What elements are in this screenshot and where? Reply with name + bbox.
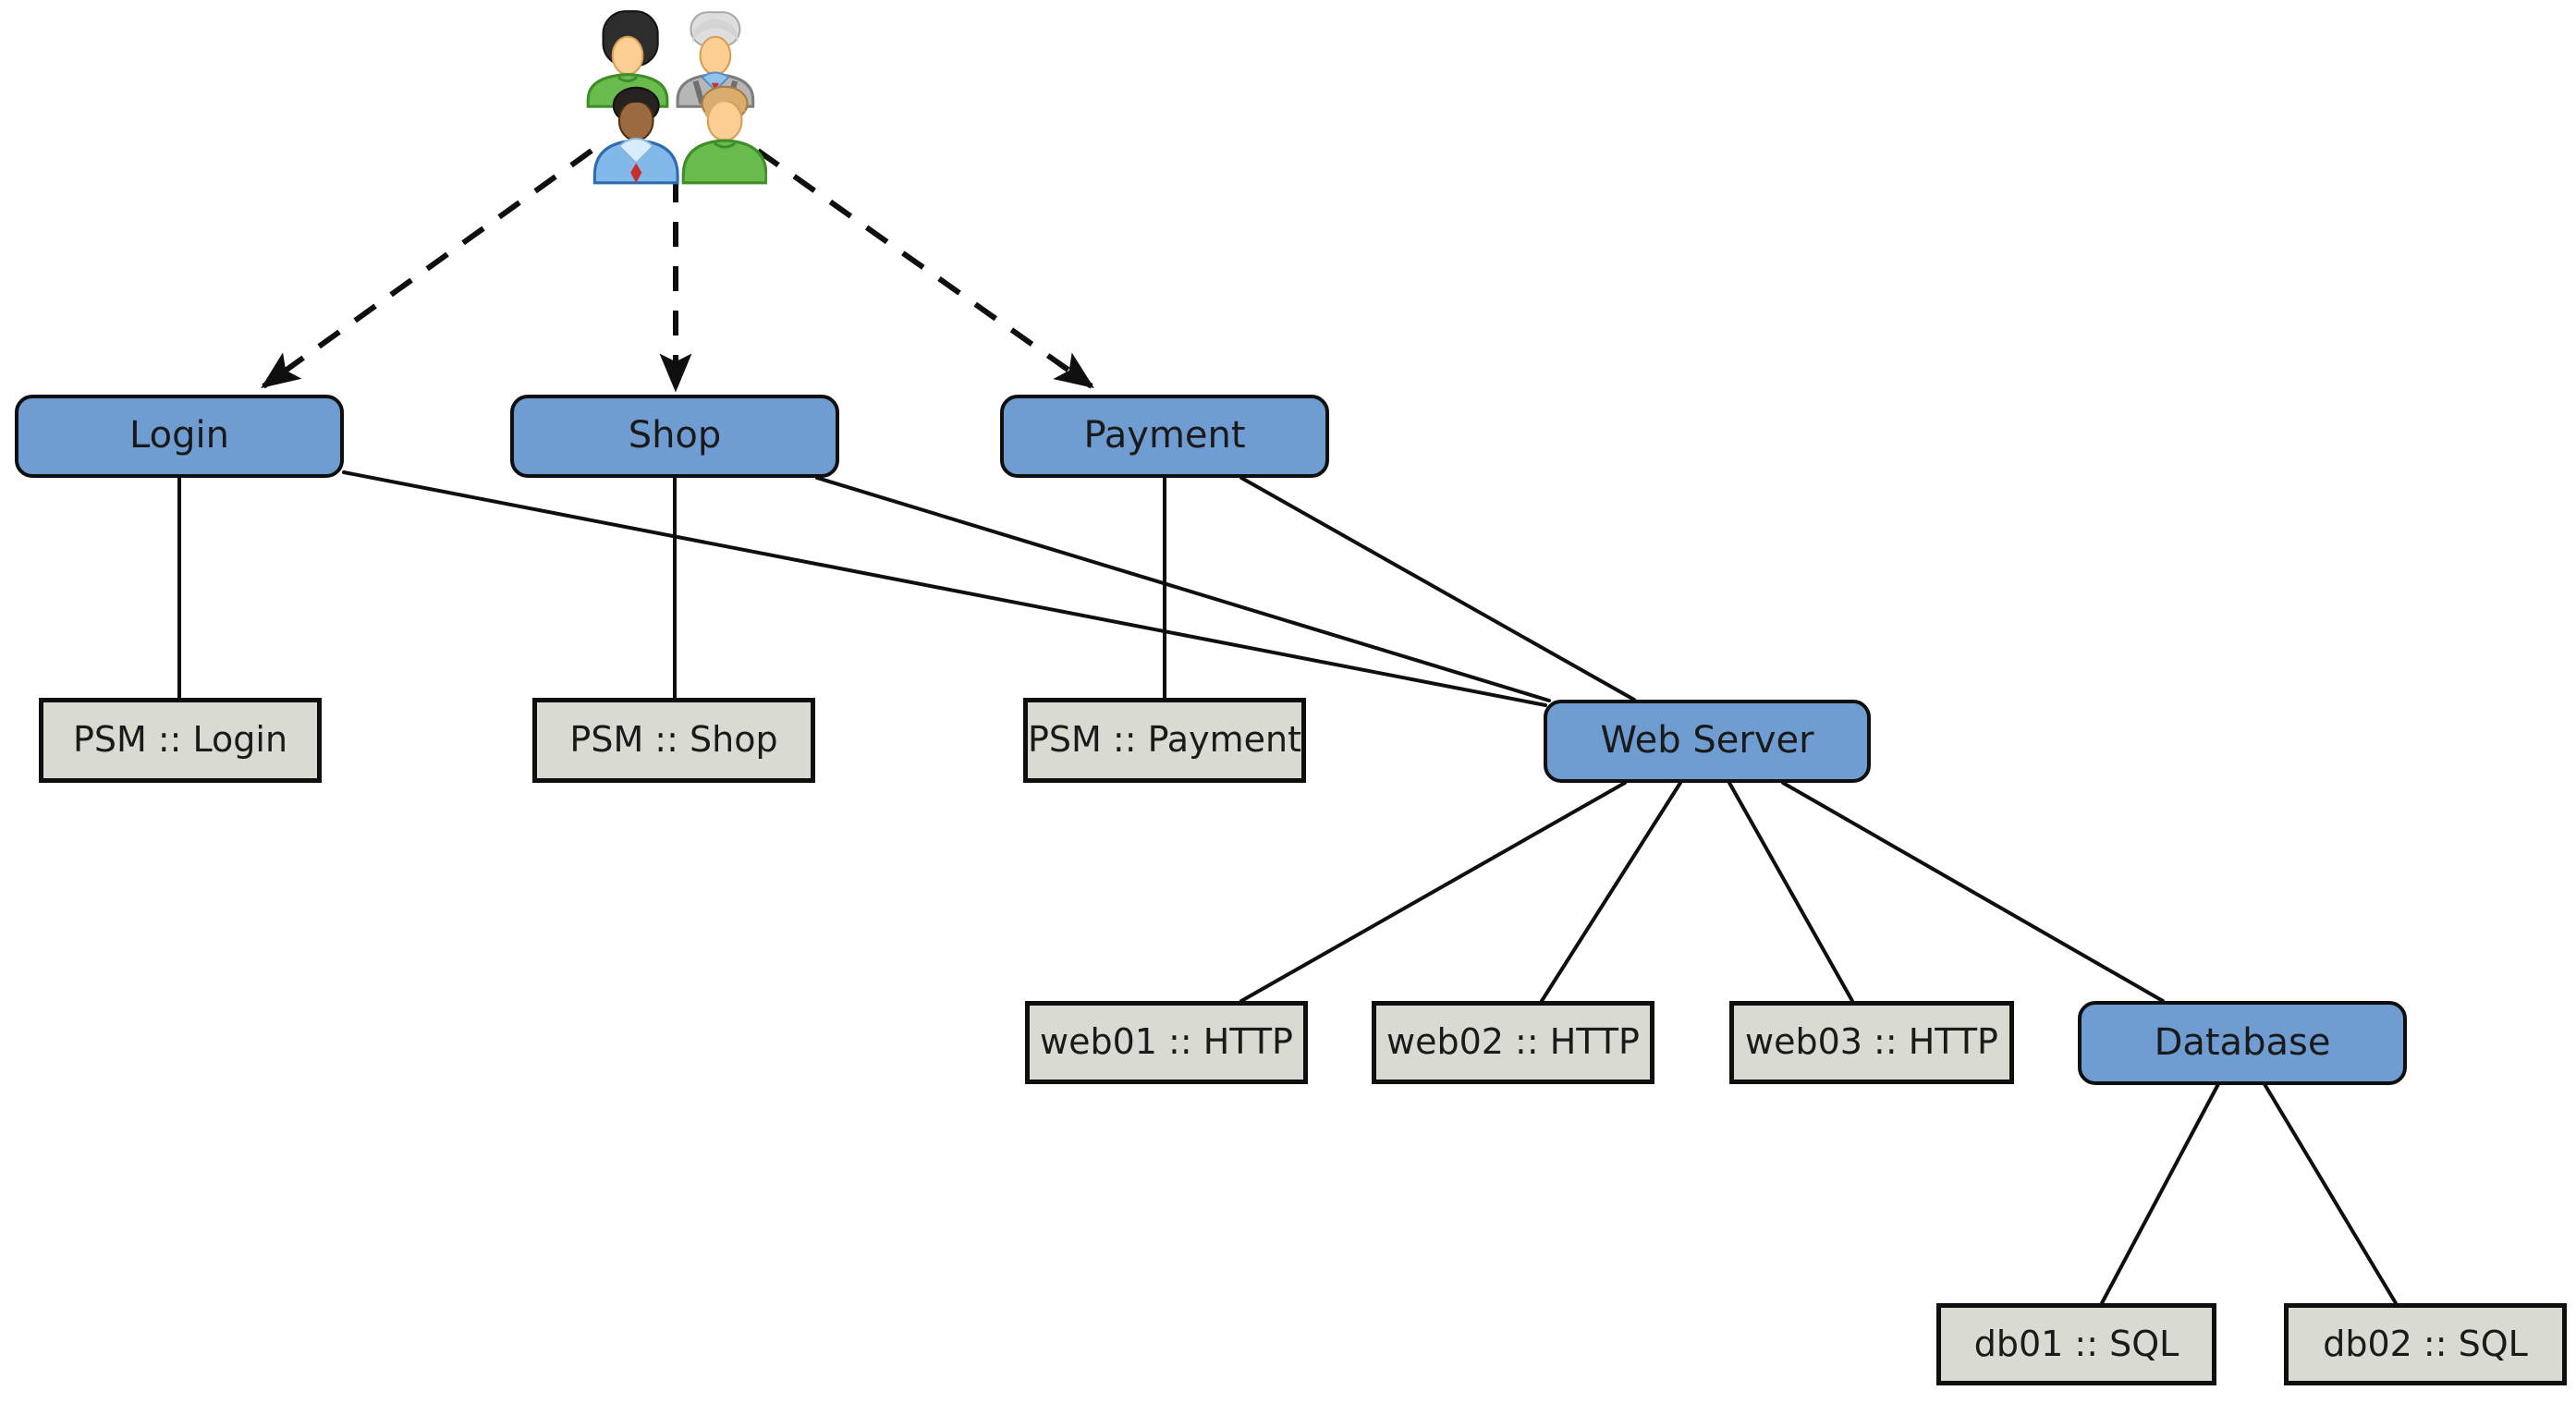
user-person-green-icon xyxy=(681,85,767,185)
node-web03-label: web03 :: HTTP xyxy=(1745,1021,1998,1062)
node-db01: db01 :: SQL xyxy=(1936,1303,2216,1385)
node-web02: web02 :: HTTP xyxy=(1372,1001,1654,1084)
node-psm-shop-label: PSM :: Shop xyxy=(569,719,778,760)
edge-webserver-web01 xyxy=(1239,781,1627,1003)
node-web02-label: web02 :: HTTP xyxy=(1386,1021,1640,1062)
node-web-server-label: Web Server xyxy=(1600,719,1814,762)
node-psm-payment-label: PSM :: Payment xyxy=(1028,719,1301,760)
node-db02-label: db02 :: SQL xyxy=(2323,1323,2528,1364)
node-web01: web01 :: HTTP xyxy=(1025,1001,1308,1084)
node-db01-label: db01 :: SQL xyxy=(1973,1323,2179,1364)
edge-webserver-web03 xyxy=(1728,781,1854,1003)
edge-database-db02 xyxy=(2263,1082,2398,1305)
edge-webserver-web02 xyxy=(1540,781,1682,1003)
users-group-icon xyxy=(586,10,767,185)
node-login: Login xyxy=(15,395,344,478)
node-psm-shop: PSM :: Shop xyxy=(532,698,815,783)
edge-login-webserver xyxy=(342,470,1547,707)
edge-webserver-database xyxy=(1781,781,2165,1003)
edge-users-login xyxy=(261,148,593,389)
node-db02: db02 :: SQL xyxy=(2284,1303,2567,1385)
node-shop-label: Shop xyxy=(628,414,722,457)
node-psm-payment: PSM :: Payment xyxy=(1023,698,1306,783)
node-web03: web03 :: HTTP xyxy=(1729,1001,2014,1084)
edge-database-db01 xyxy=(2100,1082,2220,1305)
node-database-label: Database xyxy=(2154,1020,2331,1064)
node-web01-label: web01 :: HTTP xyxy=(1040,1021,1293,1062)
node-shop: Shop xyxy=(510,395,839,478)
edge-shop-webserver xyxy=(815,476,1551,702)
node-database: Database xyxy=(2078,1001,2407,1085)
node-web-server: Web Server xyxy=(1544,700,1871,783)
edge-payment-webserver xyxy=(1239,476,1636,702)
node-psm-login: PSM :: Login xyxy=(39,698,322,783)
node-payment: Payment xyxy=(1000,395,1329,478)
node-payment-label: Payment xyxy=(1083,414,1246,457)
edge-users-payment xyxy=(756,148,1094,389)
user-man-blue-icon xyxy=(592,86,679,185)
node-login-label: Login xyxy=(129,414,229,457)
node-psm-login-label: PSM :: Login xyxy=(72,719,288,760)
